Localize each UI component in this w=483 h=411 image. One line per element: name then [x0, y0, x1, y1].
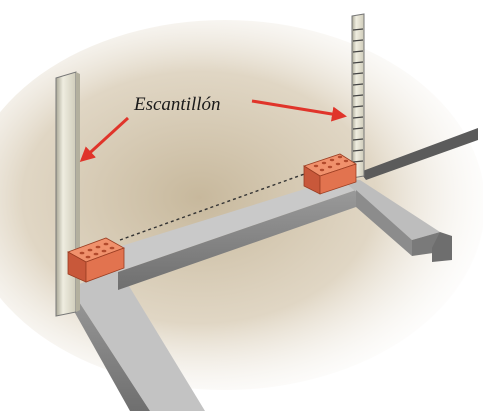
arrow-left	[79, 116, 130, 163]
gauge-rod-tick	[352, 28, 364, 31]
foundation-beam-main	[70, 178, 356, 290]
gauge-rod-tick	[352, 50, 364, 53]
gauge-rod-tick	[352, 160, 364, 163]
gauge-rod-left	[55, 71, 80, 317]
gauge-rod-tick	[352, 116, 364, 119]
foundation-beam-right	[340, 178, 452, 262]
gauge-rod-tick	[352, 83, 364, 86]
gauge-rod-tick	[352, 94, 364, 97]
gauge-rod-tick	[352, 149, 364, 152]
gauge-rod-tick	[352, 72, 364, 75]
ground-cable	[360, 128, 478, 180]
gauge-rod-tick	[352, 138, 364, 141]
arrow-right	[251, 99, 347, 122]
gauge-rod-ticks	[352, 28, 364, 163]
foundation-beam-left	[70, 268, 205, 411]
gauge-rod-tick	[352, 39, 364, 42]
gauge-rod-tick	[352, 105, 364, 108]
gauge-rod-right	[351, 13, 365, 179]
brick-right	[303, 153, 357, 195]
escantillon-label: Escantillón	[133, 94, 221, 115]
brick-left	[67, 237, 125, 283]
level-line	[119, 171, 311, 241]
gauge-rod-tick	[352, 61, 364, 64]
gauge-rod-tick	[352, 127, 364, 130]
